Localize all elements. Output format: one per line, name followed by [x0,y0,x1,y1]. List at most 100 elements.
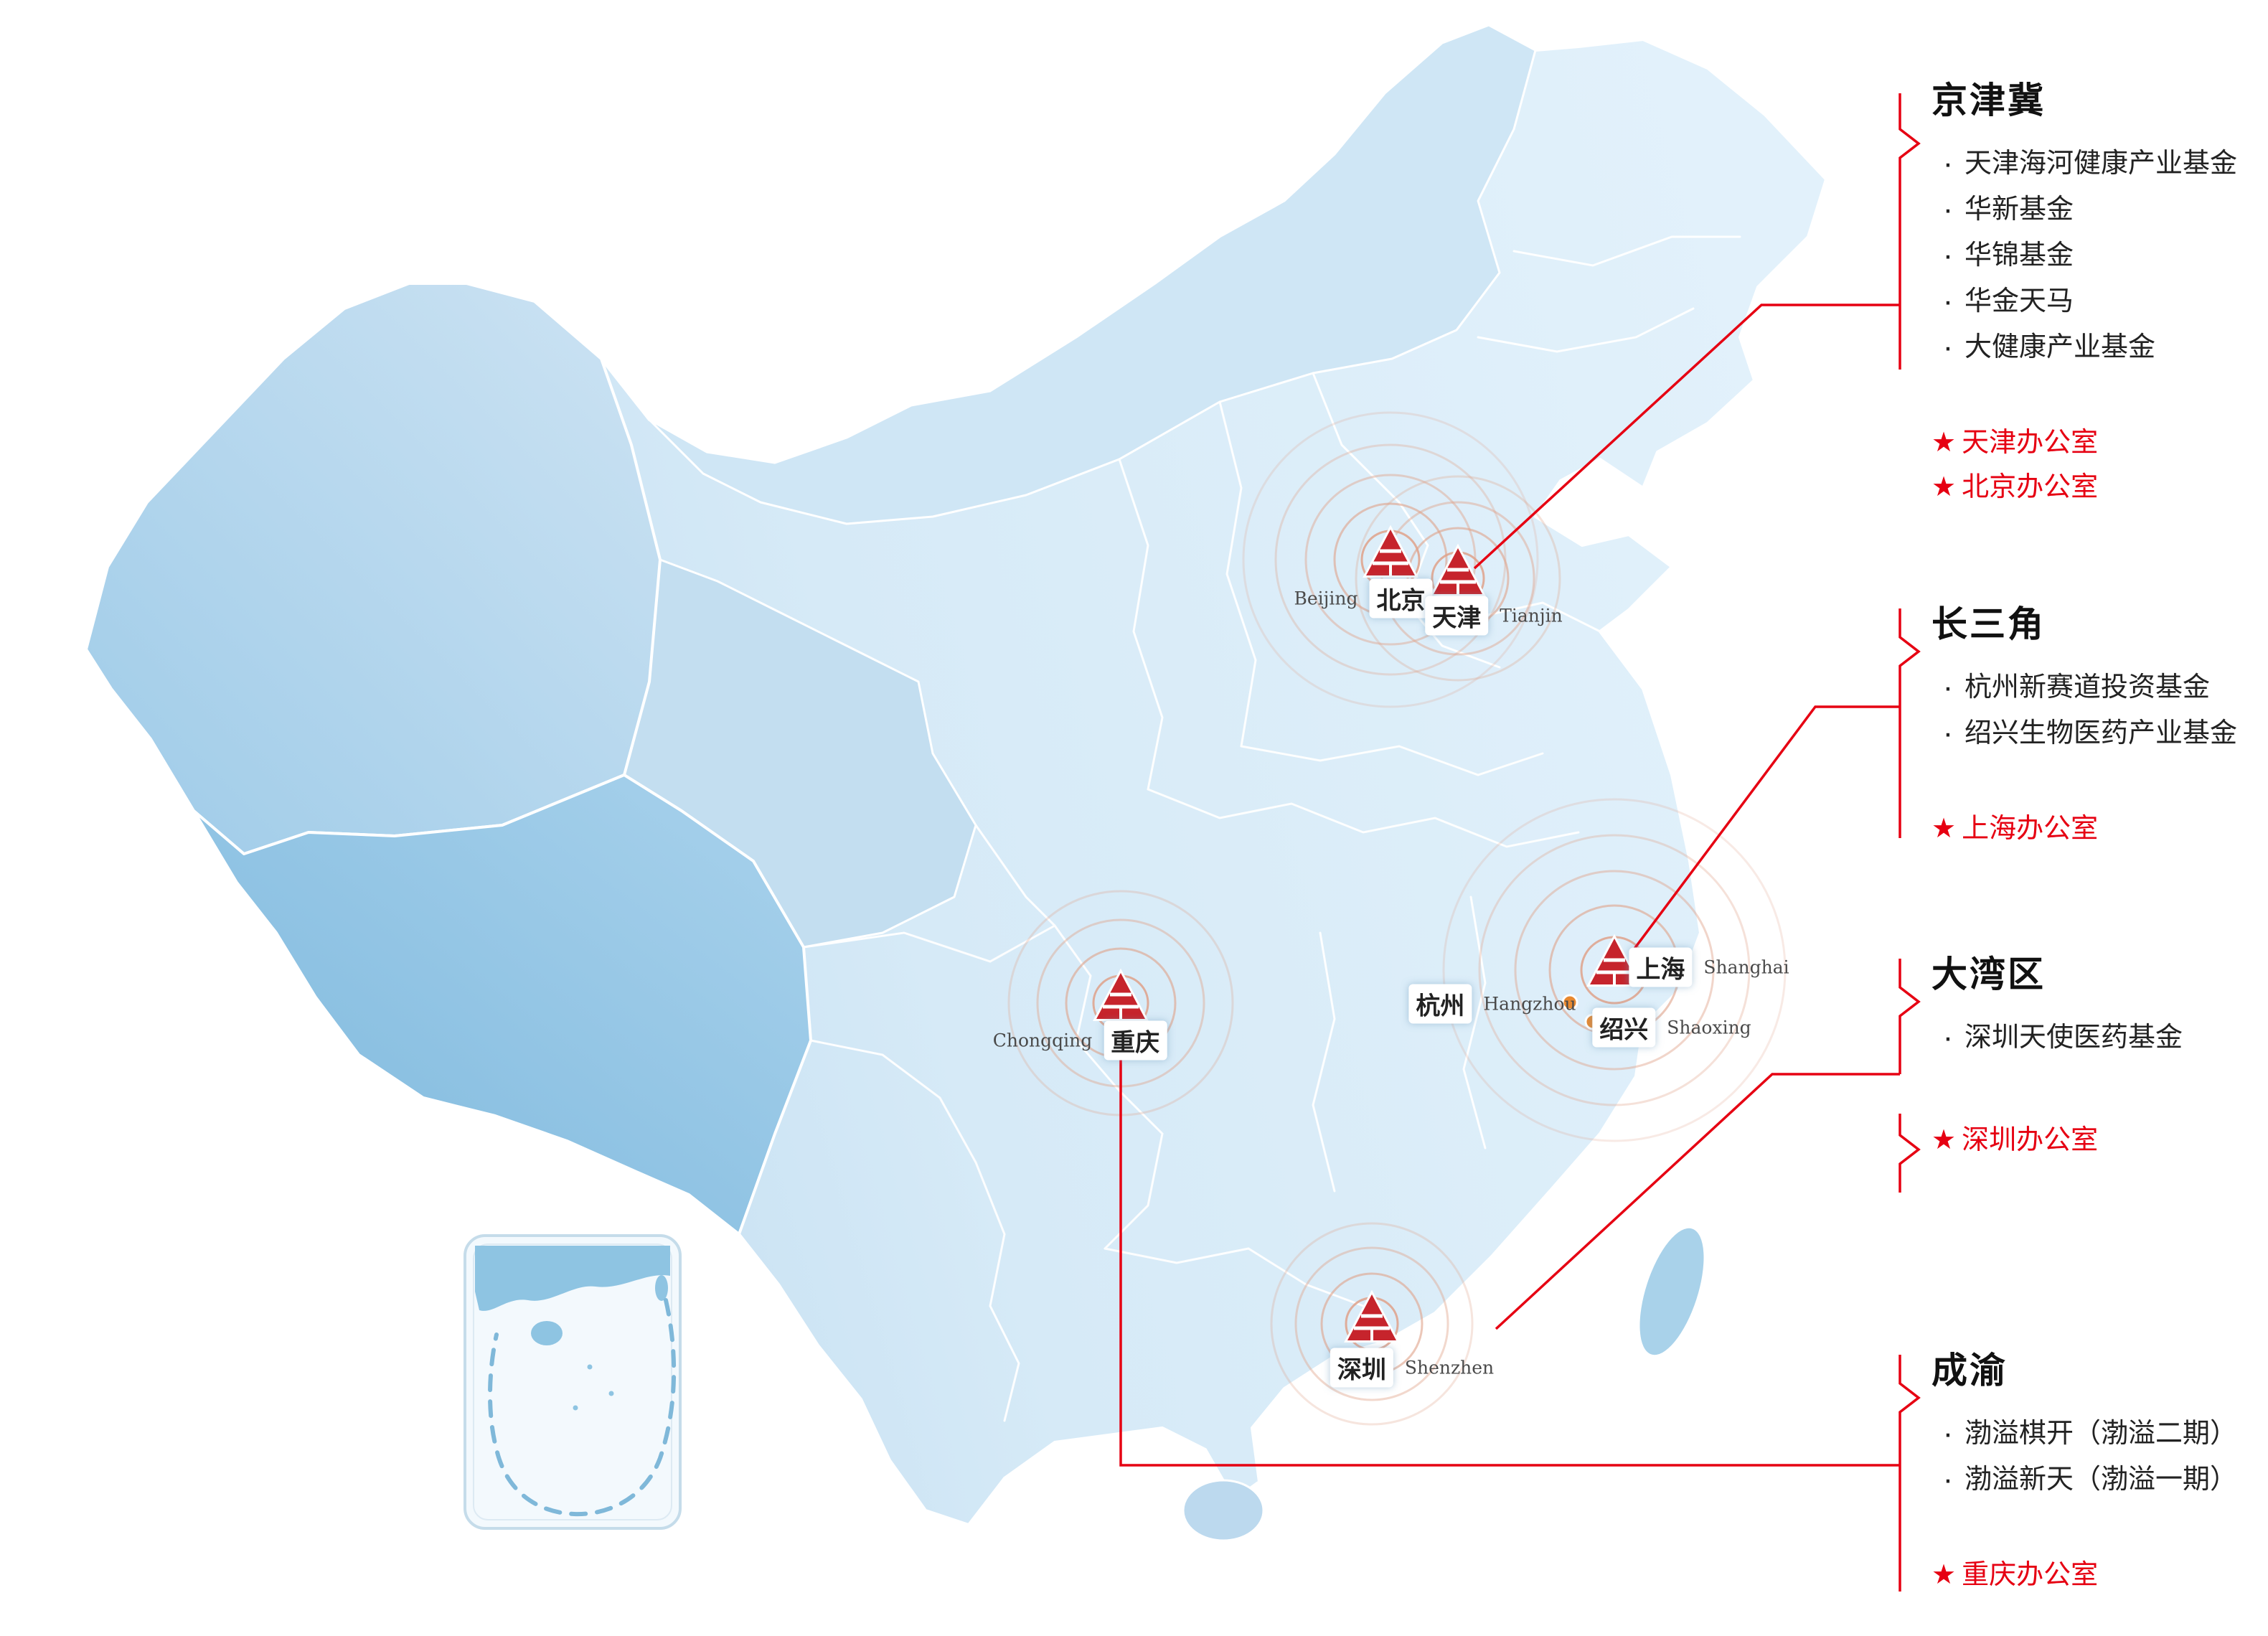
ripple-shanghai [1442,798,1787,1142]
city-name-en: Hangzhou [1483,993,1576,1015]
city-name-en: Shenzhen [1404,1357,1495,1378]
fund-item: · 渤溢棋开（渤溢二期） [1931,1411,2268,1457]
province-tibet [192,774,812,1236]
connector-dawanqu [1495,1073,1900,1330]
island-hainan [1182,1479,1265,1542]
inset-nine-dash-line [488,1298,677,1517]
bullet-icon: · [1942,669,1954,705]
bullet-icon: · [1942,715,1954,751]
city-name-en: Chongqing [992,1030,1093,1051]
city-label-shanghai: 上海 Shanghai [1629,947,1789,987]
region-title: 成渝 [1931,1350,2008,1391]
province-xinjiang [85,282,662,855]
inset-taiwan [655,1275,668,1301]
fund-item: · 天津海河健康产业基金 [1931,141,2268,187]
fund-name: 渤溢新天（渤溢一期） [1964,1465,2238,1495]
city-name-en: Shanghai [1703,956,1789,978]
fund-list: · 渤溢棋开（渤溢二期） ·渤溢新天（渤溢一期） [1931,1411,2268,1503]
inset-mainland-coast [475,1246,670,1311]
city-label-shaoxing: 绍兴 Shaoxing [1592,1007,1751,1048]
office-name: 天津办公室 [1962,428,2099,458]
region-panel-changsanjiao: 长三角 · 杭州新赛道投资基金 · 绍兴生物医药产业基金 ★上海办公室 [1931,604,2268,851]
region-title: 大湾区 [1931,954,2046,995]
city-label-beijing: Beijing 北京 [1294,578,1433,619]
province-inner-mongolia [648,24,1537,525]
office-name: 上海办公室 [1962,814,2099,844]
city-name-zh: 杭州 [1408,984,1472,1024]
fund-item: ·渤溢新天（渤溢一期） [1931,1457,2268,1503]
connector-lines [1119,93,1921,1592]
city-label-hangzhou: 杭州 Hangzhou [1408,984,1576,1024]
region-panel-dawanqu: 大湾区 · 深圳天使医药基金 ★深圳办公室 [1931,954,2268,1162]
connector-changsanjiao [1629,705,1900,956]
city-name-zh: 天津 [1425,596,1489,636]
fund-name: 天津海河健康产业基金 [1964,149,2238,179]
office-list: ★深圳办公室 [1931,1118,2268,1162]
bracket-changsanjiao [1898,608,1921,838]
fund-item: · 绍兴生物医药产业基金 [1931,710,2268,756]
office-list: ★天津办公室 ★北京办公室 [1931,420,2268,509]
bullet-icon: · [1942,238,1954,273]
office-item: ★天津办公室 [1931,420,2268,465]
office-name: 北京办公室 [1962,472,2099,502]
office-name: 深圳办公室 [1962,1125,2099,1155]
connector-jingjinji [1473,304,1900,570]
office-item: ★北京办公室 [1931,465,2268,509]
fund-name: 大健康产业基金 [1964,332,2156,362]
region-title: 长三角 [1931,604,2046,644]
bracket-dawanqu-top [1898,959,1921,1074]
fund-item: ·华新基金 [1931,187,2268,232]
city-name-zh: 重庆 [1104,1020,1167,1061]
south-china-sea-inset [464,1234,682,1530]
star-icon: ★ [1931,1125,1957,1155]
bracket-dawanqu-office [1898,1114,1921,1193]
office-item: ★深圳办公室 [1931,1118,2268,1162]
fund-name: 华锦基金 [1964,240,2074,271]
office-list: ★上海办公室 [1931,807,2268,851]
fund-item: · 华金天马 [1931,278,2268,324]
map-mainland [85,24,1827,1542]
bullet-icon: · [1942,1416,1954,1451]
fund-list: · 杭州新赛道投资基金 · 绍兴生物医药产业基金 [1931,664,2268,756]
bullet-icon: · [1942,1020,1954,1055]
office-item: ★上海办公室 [1931,807,2268,851]
city-label-shenzhen: 深圳 Shenzhen [1330,1348,1494,1388]
city-name-zh: 北京 [1369,578,1433,619]
region-title: 京津冀 [1931,80,2046,121]
bullet-icon: · [1942,329,1954,365]
connector-chengyu [1119,1046,1900,1467]
city-name-en: Tianjin [1500,605,1563,626]
city-label-chongqing: Chongqing 重庆 [992,1020,1167,1061]
city-name-en: Shaoxing [1667,1017,1751,1038]
bracket-chengyu [1898,1355,1921,1592]
fund-name: 绍兴生物医药产业基金 [1964,718,2238,748]
fund-item: · 华锦基金 [1931,232,2268,278]
city-name-zh: 上海 [1629,947,1693,987]
bullet-icon: · [1942,146,1954,181]
fund-list: · 深圳天使医药基金 [1931,1015,2268,1061]
bracket-jingjinji [1898,93,1921,370]
island-taiwan [1639,1228,1704,1355]
region-panel-jingjinji: 京津冀 · 天津海河健康产业基金 ·华新基金 · 华锦基金 · 华金天马 · 大健康产业… [1931,80,2268,509]
office-item: ★重庆办公室 [1931,1553,2268,1597]
star-icon: ★ [1931,472,1957,502]
star-icon: ★ [1931,428,1957,458]
office-name: 重庆办公室 [1962,1560,2099,1590]
fund-name: 深圳天使医药基金 [1964,1022,2183,1053]
city-label-tianjin: 天津 Tianjin [1425,596,1563,636]
city-name-zh: 绍兴 [1592,1007,1656,1048]
fund-item: · 深圳天使医药基金 [1931,1015,2268,1061]
star-icon: ★ [1931,814,1957,844]
bullet-icon: · [1942,283,1954,319]
fund-name: 杭州新赛道投资基金 [1964,672,2211,702]
city-name-en: Beijing [1294,588,1358,609]
fund-name: 渤溢棋开（渤溢二期） [1964,1419,2238,1449]
fund-name: 华金天马 [1964,286,2074,316]
fund-item: · 大健康产业基金 [1931,324,2268,370]
fund-item: · 杭州新赛道投资基金 [1931,664,2268,710]
office-list: ★重庆办公室 [1931,1553,2268,1597]
fund-list: · 天津海河健康产业基金 ·华新基金 · 华锦基金 · 华金天马 · 大健康产业基金 [1931,141,2268,370]
inset-hainan [531,1321,563,1345]
